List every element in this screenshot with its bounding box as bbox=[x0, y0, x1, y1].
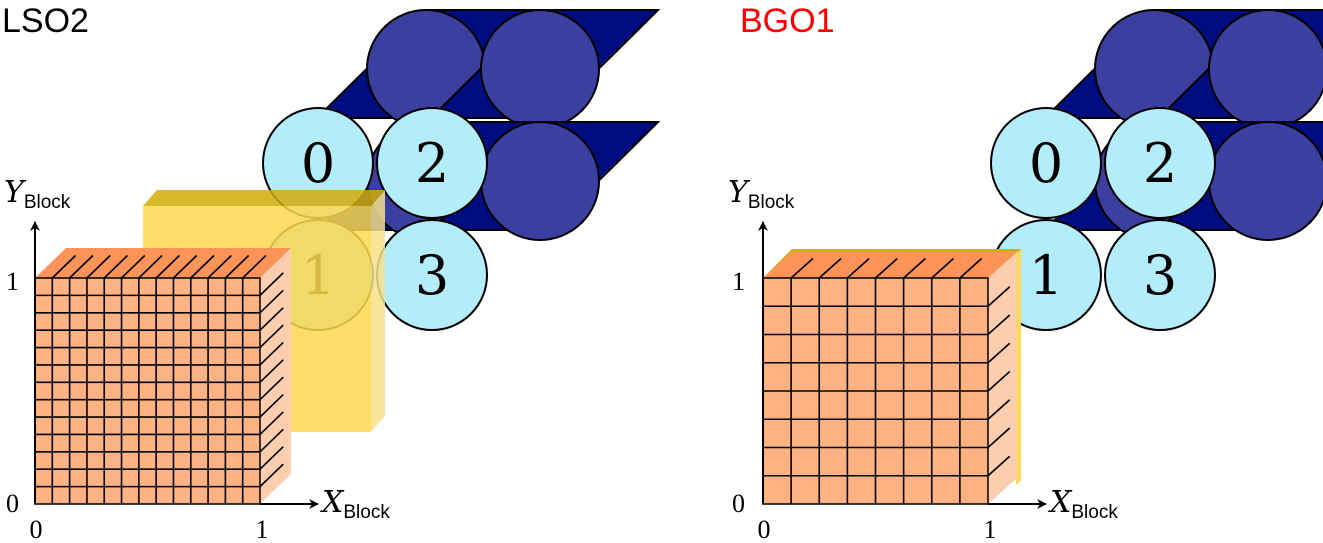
crystal-grid-line bbox=[987, 455, 1011, 477]
crystal-grid-line bbox=[69, 254, 94, 279]
pmt-2: 2 bbox=[1104, 107, 1216, 219]
y-tick-label: 1 bbox=[732, 267, 745, 296]
crystal-grid-line bbox=[51, 254, 77, 279]
crystal-grid-line bbox=[987, 314, 1011, 336]
pmt-tube bbox=[428, 9, 661, 129]
crystal-grid-line bbox=[259, 289, 284, 314]
crystal-grid-line bbox=[138, 254, 163, 279]
crystal-grid-line bbox=[259, 463, 284, 488]
crystal-grid-line bbox=[259, 411, 284, 436]
x-axis-label: XBlock bbox=[320, 485, 390, 523]
crystal-grid-line bbox=[259, 324, 284, 349]
pmt-label: 0 bbox=[301, 132, 335, 195]
pmt-tube bbox=[428, 121, 661, 241]
y-tick-label: 0 bbox=[6, 489, 19, 518]
crystal-grid-line bbox=[172, 254, 198, 279]
pmt-label: 2 bbox=[1143, 132, 1177, 195]
crystal-block bbox=[34, 248, 291, 505]
y-axis-label: YBlock bbox=[728, 175, 795, 213]
panel-bgo1: BGO1 bbox=[728, 2, 1323, 543]
crystal-grid-line bbox=[874, 257, 898, 279]
crystal-grid-line bbox=[790, 257, 814, 279]
crystal-grid-line bbox=[259, 394, 284, 418]
pmt-2: 2 bbox=[376, 107, 488, 219]
pmt-faces: 0 2 1 3 bbox=[990, 107, 1216, 331]
panel-lso2: LSO2 bbox=[2, 2, 661, 543]
x-tick-label: 1 bbox=[256, 515, 269, 543]
crystal-grid-line bbox=[259, 446, 284, 470]
axes: YBlock XBlock 1 0 0 1 bbox=[728, 175, 1118, 543]
crystal-grid-line bbox=[207, 254, 232, 279]
crystal-grid-line bbox=[903, 257, 926, 279]
crystal-grid-line bbox=[259, 376, 284, 401]
y-axis-label: YBlock bbox=[4, 175, 71, 213]
crystal-grid-line bbox=[86, 254, 111, 279]
crystal-grid-line bbox=[987, 370, 1011, 392]
y-tick-label: 0 bbox=[732, 489, 745, 518]
panel-title: BGO1 bbox=[740, 2, 834, 40]
pmt-3: 3 bbox=[376, 219, 488, 331]
pmt-0: 0 bbox=[990, 107, 1102, 219]
x-tick-label: 0 bbox=[758, 515, 771, 543]
crystal-grid bbox=[763, 257, 1011, 504]
axes: YBlock XBlock 1 0 0 1 bbox=[4, 175, 390, 543]
crystal-grid-line bbox=[987, 342, 1011, 364]
pmt-label: 2 bbox=[415, 132, 449, 195]
crystal-grid-line bbox=[987, 427, 1011, 449]
crystal-grid-line bbox=[224, 254, 250, 279]
x-tick-label: 0 bbox=[30, 515, 43, 543]
crystal-grid-line bbox=[259, 428, 284, 453]
crystal-grid-line bbox=[259, 307, 284, 331]
pmt-array: 0 2 1 3 bbox=[990, 9, 1323, 331]
crystal-grid-line bbox=[103, 254, 129, 279]
y-tick-label: 1 bbox=[6, 267, 19, 296]
crystal-grid-line bbox=[259, 272, 284, 296]
pmt-label: 3 bbox=[1143, 244, 1177, 307]
x-tick-label: 1 bbox=[984, 515, 997, 543]
crystal-grid-line bbox=[931, 257, 955, 279]
crystal-grid-line bbox=[155, 254, 180, 279]
crystal-block bbox=[762, 252, 1017, 505]
crystal-grid-line bbox=[846, 257, 870, 279]
pmt-label: 1 bbox=[1029, 244, 1063, 307]
crystal-grid-line bbox=[190, 254, 215, 279]
crystal-grid-line bbox=[987, 286, 1011, 307]
crystal-grid-line bbox=[120, 254, 146, 279]
x-axis-label: XBlock bbox=[1048, 485, 1118, 523]
crystal-grid-line bbox=[242, 254, 267, 279]
crystal-grid bbox=[35, 254, 284, 504]
crystal-grid-line bbox=[818, 257, 842, 279]
crystal-grid-line bbox=[987, 399, 1011, 420]
pmt-tube bbox=[1156, 9, 1323, 129]
crystal-grid-line bbox=[259, 341, 284, 366]
crystal-grid-line bbox=[259, 359, 284, 383]
pmt-3: 3 bbox=[1104, 219, 1216, 331]
pmt-tube bbox=[1156, 121, 1323, 241]
panel-title: LSO2 bbox=[2, 2, 89, 40]
pmt-label: 0 bbox=[1029, 132, 1063, 195]
crystal-grid-line bbox=[959, 257, 983, 279]
pmt-label: 3 bbox=[415, 244, 449, 307]
